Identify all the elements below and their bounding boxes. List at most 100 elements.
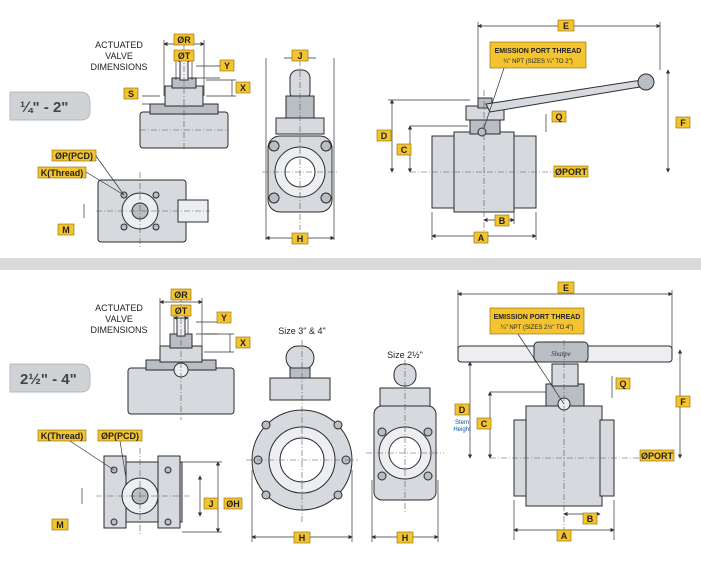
dim-tag-m [51, 518, 69, 531]
dim-label-dia-h: ØH [226, 499, 240, 509]
emission-sub: ¼" NPT (SIZES ¼" TO 2") [503, 59, 572, 65]
dim-label-dia-t: ØT [175, 306, 188, 316]
dim-label-e: E [563, 283, 569, 293]
dim-label-j: J [297, 51, 302, 61]
dim-label-m: M [62, 225, 70, 235]
view-label-size212: Size 2½" [387, 350, 423, 360]
section-large-sizes: 2½" - 4" ACTUATED VALVE DIMENSIONS Ø [9, 281, 691, 544]
emission-title: EMISSION PORT THREAD [494, 314, 581, 321]
dim-tag-k-thread [37, 429, 87, 442]
end-view-size34 [246, 340, 358, 542]
size-label: 2½" - 4" [20, 371, 77, 388]
dim-tag-f [675, 395, 691, 408]
dim-tag-a [556, 529, 572, 542]
dim-tag-d [454, 403, 470, 416]
dim-tag-x [235, 336, 251, 349]
dim-tag-c [396, 143, 412, 156]
dim-tag-c [476, 417, 492, 430]
dim-tag-k-thread [37, 166, 87, 179]
dim-label-k-thread: K(Thread) [41, 431, 84, 441]
dim-label-h: H [297, 234, 304, 244]
dim-label-x: X [240, 83, 246, 93]
dim-label-m: M [56, 520, 64, 530]
dim-tag-y [219, 59, 235, 72]
dim-label-s: S [128, 89, 134, 99]
dim-tag-y [216, 311, 232, 324]
size-label: ¼" - 2" [20, 99, 68, 116]
dim-label-h-right: H [402, 533, 409, 543]
actuated-front-view [139, 40, 236, 150]
dim-label-f: F [680, 397, 686, 407]
end-view-size212 [366, 360, 444, 542]
dim-label-y: Y [221, 313, 227, 323]
emission-sub: ¼" NPT (SIZES 2½" TO 4") [501, 324, 574, 331]
emission-note [489, 41, 587, 69]
dim-label-p-pcd: ØP(PCD) [55, 151, 93, 161]
actuated-title-line-1: ACTUATED [95, 40, 143, 50]
dim-tag-q [615, 377, 631, 390]
leader-k-thread [69, 440, 115, 471]
leader-k-thread [85, 171, 125, 196]
emission-title: EMISSION PORT THREAD [495, 48, 582, 55]
dim-label-f: F [680, 118, 686, 128]
dim-tag-dia-r [173, 33, 195, 46]
dim-tag-dia-t [173, 49, 195, 62]
dim-tag-dia-h [223, 497, 243, 510]
size-label-badge [9, 363, 91, 393]
emission-note [489, 307, 585, 335]
dim-label-h-left: H [299, 533, 306, 543]
dim-label-port: ØPORT [641, 451, 674, 461]
actuated-title-line-2: VALVE [105, 314, 133, 324]
dim-tag-h-left [293, 531, 311, 544]
dim-label-j: J [208, 499, 213, 509]
dim-tag-b [582, 512, 598, 525]
dim-tag-port [553, 165, 589, 178]
dim-tag-e [557, 19, 575, 32]
bottom-flange-view [83, 172, 210, 248]
dim-label-p-pcd: ØP(PCD) [101, 431, 139, 441]
dim-label-b: B [587, 514, 594, 524]
dim-tag-d [376, 129, 392, 142]
view-label-size34: Size 3" & 4" [278, 326, 325, 336]
main-side-view [388, 22, 671, 240]
actuated-title-line-1: ACTUATED [95, 303, 143, 313]
dim-tag-b [494, 214, 510, 227]
brand-mark: Sharpe [551, 350, 571, 358]
dim-tag-dia-r [170, 288, 192, 301]
dim-label-b: B [499, 216, 506, 226]
dim-label-dia-r: ØR [174, 290, 188, 300]
end-view [262, 57, 338, 241]
dim-tag-e [557, 281, 575, 294]
dim-tag-j [291, 49, 309, 62]
stem-height-line-1: Stem [455, 420, 469, 426]
dim-label-q: Q [619, 379, 626, 389]
dim-tag-j [203, 497, 219, 510]
dim-label-a: A [478, 233, 485, 243]
size-label-badge [9, 91, 91, 121]
bottom-flange-view [81, 448, 222, 536]
dim-tag-q [551, 110, 567, 123]
dim-label-y: Y [224, 61, 230, 71]
dim-tag-m [57, 223, 75, 236]
dim-label-a: A [561, 531, 568, 541]
actuated-front-view [127, 296, 235, 420]
dim-label-k-thread: K(Thread) [41, 168, 84, 178]
actuated-title-line-3: DIMENSIONS [90, 62, 147, 72]
dim-label-q: Q [555, 112, 562, 122]
dim-tag-dia-t [170, 304, 192, 317]
leader-p-pcd [119, 440, 127, 479]
dim-label-x: X [240, 338, 246, 348]
dim-label-d: D [381, 131, 388, 141]
section-divider [0, 258, 701, 270]
leader-p-pcd [95, 155, 125, 196]
dim-label-c: C [401, 145, 408, 155]
dim-label-port: ØPORT [555, 167, 588, 177]
actuated-title-line-2: VALVE [105, 51, 133, 61]
stem-height-line-2: Height [453, 427, 471, 433]
leader-emission [483, 67, 505, 129]
dim-tag-a [473, 231, 489, 244]
dim-tag-f [675, 116, 691, 129]
dim-tag-p-pcd [51, 149, 97, 162]
